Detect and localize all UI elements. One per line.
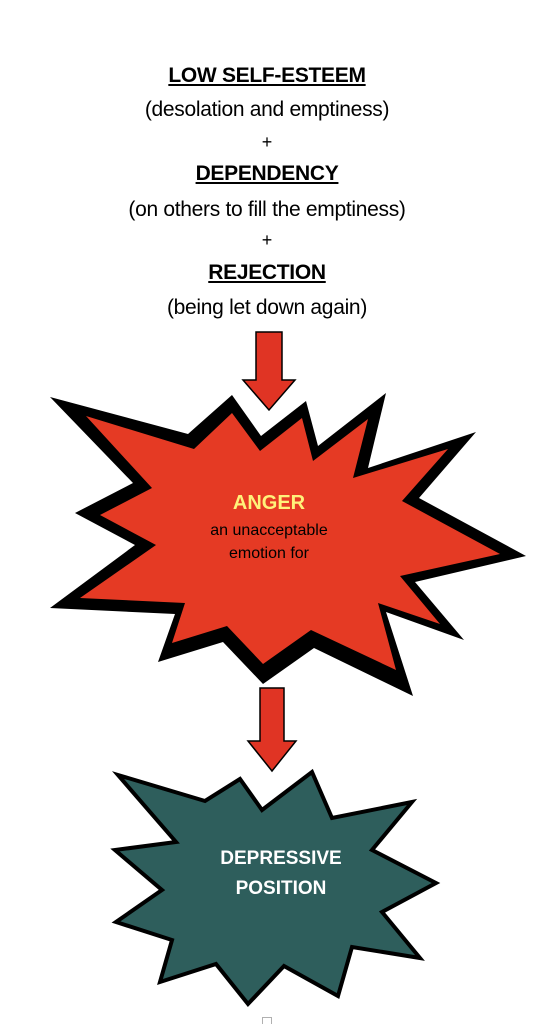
outcome-label-group: DEPRESSIVE POSITION <box>181 844 381 904</box>
factor-detail-low-self-esteem: (desolation and emptiness) <box>144 98 390 121</box>
explosion-burst-icon <box>110 768 441 1008</box>
anger-line-1: an unacceptable <box>210 522 328 539</box>
outcome-line-2: POSITION <box>235 878 327 899</box>
plus-connector-1: + <box>261 132 273 152</box>
anger-title: ANGER <box>232 492 306 514</box>
outcome-line-1: DEPRESSIVE <box>220 848 342 869</box>
factor-detail-rejection: (being let down again) <box>166 296 368 319</box>
factor-heading-dependency: DEPENDENCY <box>195 162 339 185</box>
down-arrow-icon <box>241 331 297 412</box>
page-marker <box>262 1017 272 1024</box>
plus-connector-2: + <box>261 230 273 250</box>
anger-line-2: emotion for <box>228 545 310 562</box>
factor-detail-dependency: (on others to fill the emptiness) <box>128 198 406 221</box>
down-arrow-icon <box>246 687 298 773</box>
factor-heading-low-self-esteem: LOW SELF-ESTEEM <box>168 64 366 87</box>
anger-label-group: ANGER an unacceptable emotion for <box>184 492 354 565</box>
factor-heading-rejection: REJECTION <box>208 261 326 284</box>
